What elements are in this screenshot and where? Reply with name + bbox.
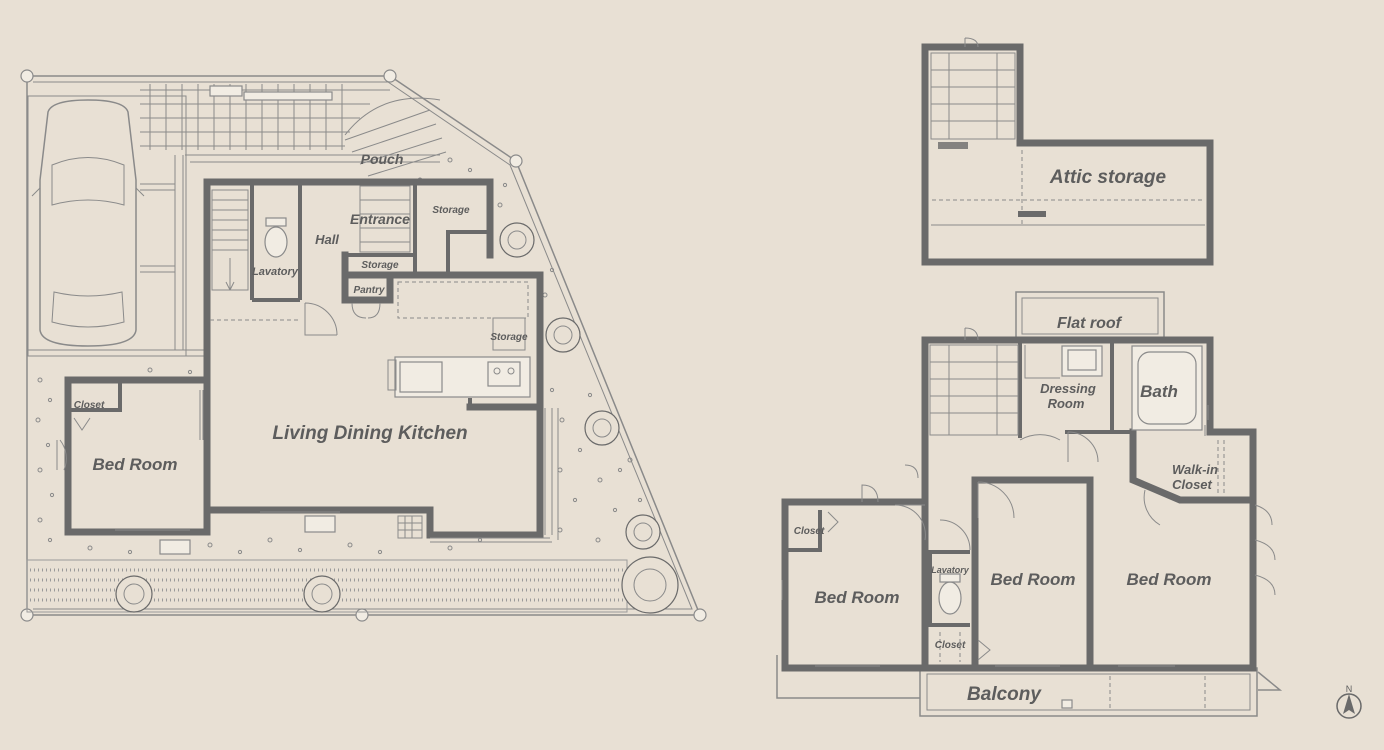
label-bath: Bath	[1140, 382, 1178, 401]
ground-floor-fixtures	[56, 185, 559, 555]
tree-2	[545, 317, 581, 353]
label-storage-entry: Storage	[432, 205, 470, 216]
label-hall: Hall	[315, 232, 339, 247]
label-pouch: Pouch	[361, 151, 404, 167]
label-walk-in-closet-2: Closet	[1172, 477, 1212, 492]
label-balcony: Balcony	[967, 684, 1042, 705]
label-attic-storage: Attic storage	[1049, 167, 1167, 188]
tree-6	[115, 575, 153, 613]
label-closet-upper-south: Closet	[935, 640, 966, 651]
tree-4	[625, 514, 661, 550]
label-bed-room-upper-west: Bed Room	[815, 588, 900, 607]
upper-floor-fixtures	[781, 327, 1276, 667]
upper-floor-walls	[781, 336, 1257, 672]
compass-north-label: N	[1346, 684, 1353, 694]
label-bed-room-ground: Bed Room	[93, 455, 178, 474]
ground-floor-walls	[64, 178, 544, 539]
tree-5	[621, 556, 679, 614]
tree-7	[303, 575, 341, 613]
attic-walls	[921, 37, 1214, 266]
label-storage-kitchen: Storage	[490, 332, 528, 343]
label-dressing-room-1: Dressing	[1040, 381, 1096, 396]
label-living-dining-kitchen: Living Dining Kitchen	[272, 423, 467, 444]
label-pantry: Pantry	[353, 285, 385, 296]
tree-1	[499, 222, 535, 258]
label-flat-roof: Flat roof	[1057, 315, 1123, 332]
pouch-steps	[185, 97, 447, 177]
label-closet-ground: Closet	[74, 400, 105, 411]
paving	[140, 84, 390, 150]
tree-3	[584, 410, 620, 446]
north-compass: N	[1336, 684, 1362, 719]
label-closet-upper-west: Closet	[794, 526, 825, 537]
label-bed-room-upper-east: Bed Room	[1127, 570, 1212, 589]
label-storage-hall: Storage	[361, 260, 399, 271]
label-walk-in-closet-1: Walk-in	[1172, 462, 1218, 477]
label-dressing-room-2: Room	[1048, 396, 1085, 411]
car	[31, 99, 145, 347]
label-bed-room-upper-center: Bed Room	[991, 570, 1076, 589]
label-lavatory-upper: Lavatory	[931, 565, 970, 575]
labels: Pouch Entrance Hall Storage Storage Lava…	[74, 151, 1218, 705]
carport-frame	[27, 95, 205, 357]
label-lavatory-ground: Lavatory	[252, 266, 299, 278]
label-entrance: Entrance	[350, 211, 410, 227]
